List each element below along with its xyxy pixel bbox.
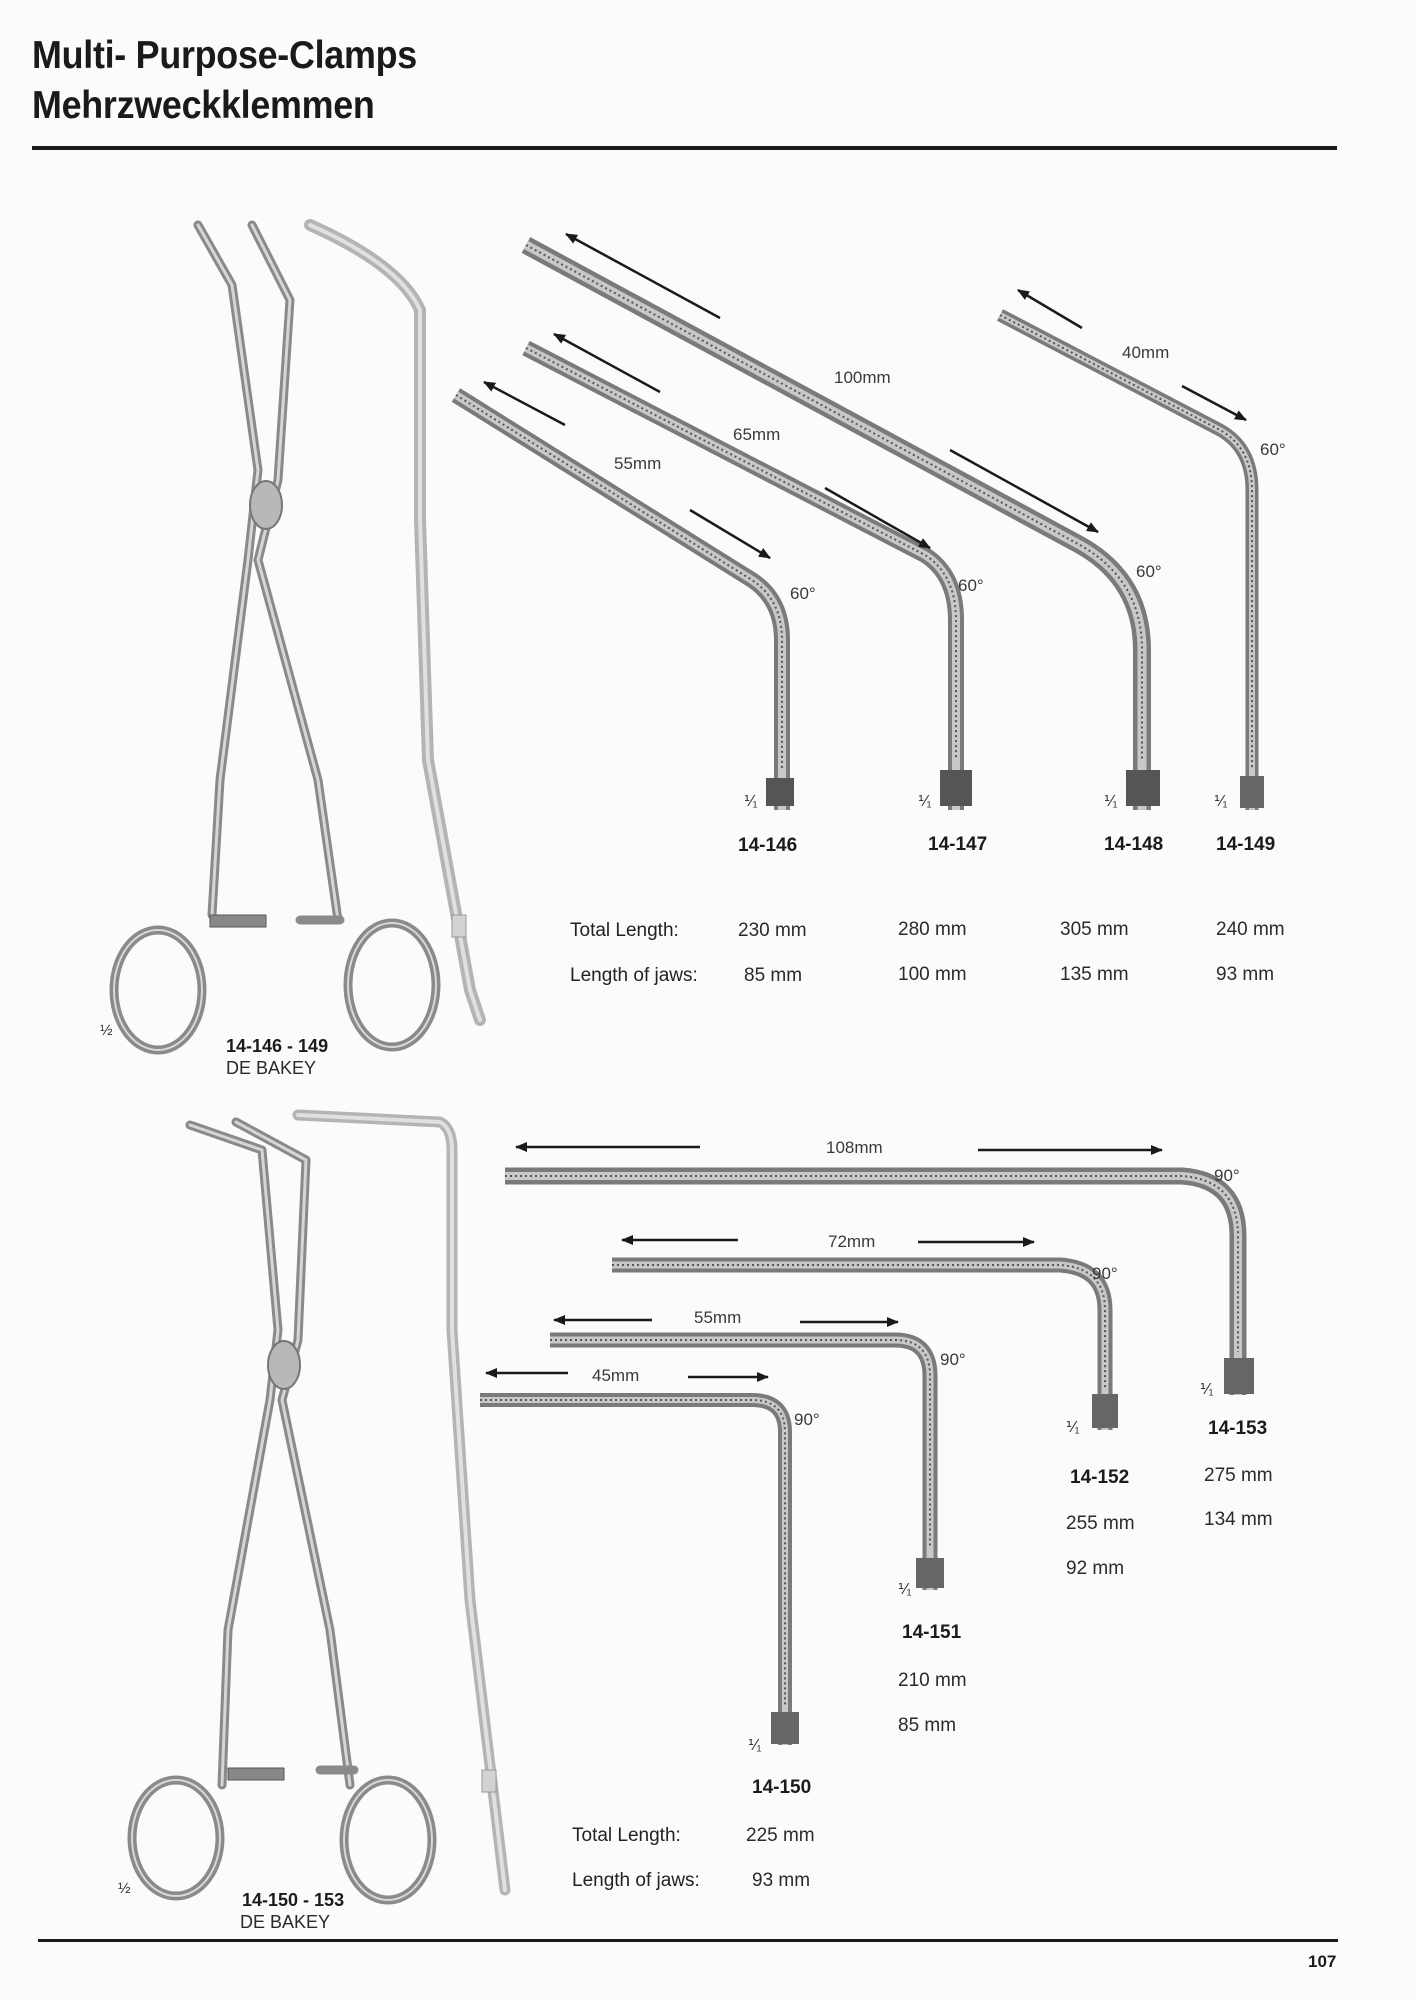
jaw-angle: 60° bbox=[1136, 562, 1162, 581]
jaw-14-152 bbox=[612, 1257, 1118, 1430]
product-code: 14-150 bbox=[752, 1777, 812, 1798]
jaw-angle: 90° bbox=[1214, 1166, 1240, 1185]
jaw-angle: 90° bbox=[794, 1410, 820, 1429]
scale-fraction: ⅟₁ bbox=[1200, 1381, 1214, 1398]
jaw-angle: 90° bbox=[1092, 1264, 1118, 1283]
jaw-dimension: 100mm bbox=[834, 368, 891, 387]
jaw-14-148 bbox=[521, 237, 1160, 810]
product-range: 14-150 - 153 bbox=[242, 1890, 345, 1910]
jaw-14-149 bbox=[996, 309, 1264, 810]
page-title: Multi- Purpose-Clamps bbox=[32, 34, 417, 77]
scale-fraction: ⅟₁ bbox=[898, 1581, 912, 1598]
jaw-dimension: 72mm bbox=[828, 1232, 876, 1251]
product-code: 14-152 bbox=[1070, 1467, 1130, 1488]
footer-rule bbox=[38, 1939, 1338, 1942]
scale-fraction: ⅟₁ bbox=[1066, 1419, 1080, 1436]
total-length-value: 210 mm bbox=[898, 1670, 967, 1691]
jaw-14-147 bbox=[522, 340, 972, 810]
scale-fraction: ⅟₁ bbox=[748, 1737, 762, 1754]
total-length-value: 230 mm bbox=[738, 920, 807, 941]
jaw-dimension: 55mm bbox=[694, 1308, 742, 1327]
jaw-dimension: 40mm bbox=[1122, 343, 1170, 362]
jaw-length-value: 92 mm bbox=[1066, 1558, 1125, 1579]
jaw-dimension: 55mm bbox=[614, 454, 662, 473]
dimension-arrows-top bbox=[483, 232, 1247, 560]
scale-fraction: ½ bbox=[118, 1880, 131, 1897]
total-length-value: 240 mm bbox=[1216, 919, 1285, 940]
jaw-dimension: 45mm bbox=[592, 1366, 640, 1385]
total-length-label: Total Length: bbox=[572, 1825, 681, 1846]
jaw-length-value: 93 mm bbox=[752, 1870, 811, 1891]
jaw-angle: 90° bbox=[940, 1350, 966, 1369]
scale-fraction: ⅟₁ bbox=[1104, 793, 1118, 810]
jaw-14-153 bbox=[505, 1167, 1254, 1395]
product-code: 14-153 bbox=[1208, 1418, 1268, 1439]
clamp-top-side-view bbox=[304, 219, 486, 1026]
jaw-angle: 60° bbox=[1260, 440, 1286, 459]
product-code: 14-147 bbox=[928, 834, 988, 855]
header-rule bbox=[32, 146, 1337, 150]
scale-fraction: ⅟₁ bbox=[744, 793, 758, 810]
jaw-length-value: 135 mm bbox=[1060, 964, 1129, 985]
scale-fraction: ½ bbox=[100, 1022, 113, 1039]
jaw-14-151 bbox=[550, 1332, 944, 1590]
product-code: 14-148 bbox=[1104, 834, 1164, 855]
jaw-angle: 60° bbox=[958, 576, 984, 595]
jaw-length-value: 93 mm bbox=[1216, 964, 1275, 985]
total-length-value: 280 mm bbox=[898, 919, 967, 940]
product-range: 14-146 - 149 bbox=[226, 1036, 329, 1056]
clamp-bottom-side-view bbox=[292, 1109, 511, 1896]
scale-fraction: ⅟₁ bbox=[918, 793, 932, 810]
jaw-angle: 60° bbox=[790, 584, 816, 603]
page-number: 107 bbox=[1308, 1952, 1337, 1971]
page-subtitle: Mehrzweckklemmen bbox=[32, 84, 375, 127]
product-code: 14-149 bbox=[1216, 834, 1276, 855]
total-length-value: 225 mm bbox=[746, 1825, 815, 1846]
jaw-length-label: Length of jaws: bbox=[572, 1870, 700, 1891]
jaw-dimension: 65mm bbox=[733, 425, 781, 444]
jaw-14-150 bbox=[480, 1393, 799, 1745]
total-length-value: 275 mm bbox=[1204, 1465, 1273, 1486]
product-name: DE BAKEY bbox=[226, 1058, 317, 1078]
total-length-value: 255 mm bbox=[1066, 1513, 1135, 1534]
total-length-value: 305 mm bbox=[1060, 919, 1129, 940]
clamp-bottom-front-view bbox=[127, 1117, 437, 1905]
jaw-dimension: 108mm bbox=[826, 1138, 883, 1157]
clamp-top-front-view bbox=[109, 220, 441, 1055]
dimension-arrows-bottom bbox=[485, 1142, 1163, 1382]
total-length-label: Total Length: bbox=[570, 920, 679, 941]
jaw-length-value: 85 mm bbox=[744, 965, 803, 986]
jaw-length-value: 100 mm bbox=[898, 964, 967, 985]
jaw-14-146 bbox=[451, 388, 794, 810]
product-name: DE BAKEY bbox=[240, 1912, 331, 1932]
jaw-length-value: 85 mm bbox=[898, 1715, 957, 1736]
product-code: 14-151 bbox=[902, 1622, 962, 1643]
jaw-length-value: 134 mm bbox=[1204, 1509, 1273, 1530]
jaw-length-label: Length of jaws: bbox=[570, 965, 698, 986]
scale-fraction: ⅟₁ bbox=[1214, 793, 1228, 810]
product-code: 14-146 bbox=[738, 835, 798, 856]
